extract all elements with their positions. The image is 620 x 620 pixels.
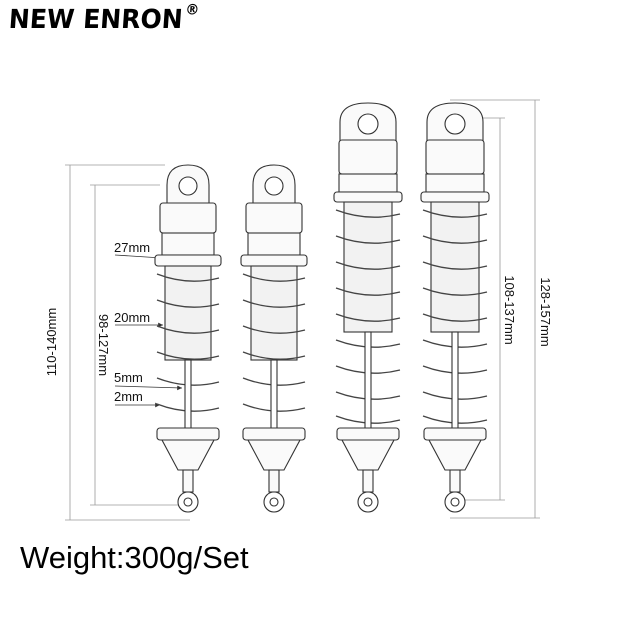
weight-label: Weight:300g/Set <box>20 540 249 575</box>
left-inner-dimension-line <box>90 184 185 506</box>
left-outer-dimension-line <box>65 164 190 521</box>
left-inner-length-label: 98-127mm <box>96 314 111 376</box>
shock-absorber-short-2 <box>240 164 308 513</box>
right-outer-dimension-line <box>450 99 540 519</box>
callout-2mm: 2mm <box>114 389 143 404</box>
shock-absorber-long-1 <box>333 102 403 513</box>
left-outer-length-label: 110-140mm <box>44 308 59 376</box>
callout-27mm: 27mm <box>114 240 150 255</box>
right-outer-length-label: 128-157mm <box>538 277 553 346</box>
callout-5mm: 5mm <box>114 370 143 385</box>
right-inner-length-label: 108-137mm <box>502 275 517 344</box>
shock-absorber-short-1 <box>154 164 222 513</box>
callout-20mm: 20mm <box>114 310 150 325</box>
shock-absorber-long-2 <box>420 102 490 513</box>
